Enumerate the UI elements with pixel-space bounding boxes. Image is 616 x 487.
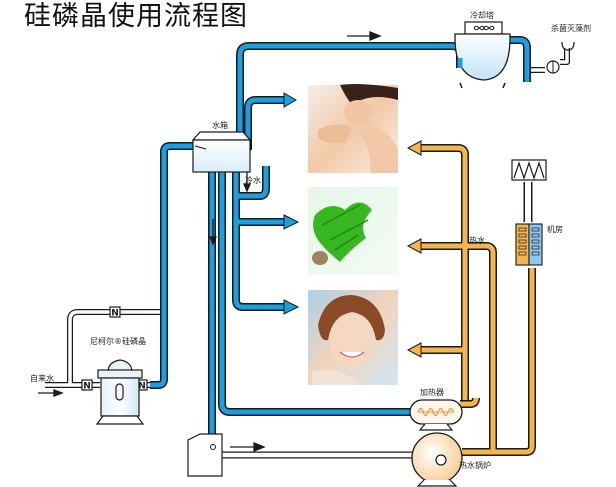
- svg-text:N: N: [138, 382, 146, 392]
- hot-water-label: 热水: [469, 235, 485, 245]
- cold-arrowheads: [283, 92, 300, 315]
- hot-water-boiler[interactable]: [411, 432, 463, 487]
- arrow-to-vegetable-photo: [283, 214, 300, 230]
- silicophosphate-filter[interactable]: [95, 359, 145, 425]
- arrow-hot-face: [406, 140, 422, 156]
- cooling-tower-label: 冷却塔: [470, 10, 494, 20]
- heater-label: 加热器: [420, 387, 444, 397]
- cold-water-pipes: [150, 36, 531, 440]
- drain-box[interactable]: [187, 433, 223, 477]
- diagram-title: 硅磷晶使用流程图: [24, 1, 248, 32]
- valve-inlet[interactable]: N: [81, 379, 93, 392]
- arrow-to-face-photo: [283, 92, 297, 108]
- tap-water-label: 自来水: [30, 373, 54, 383]
- machine-room-label: 机房: [547, 224, 563, 234]
- machine-room[interactable]: [511, 159, 547, 266]
- valve-top[interactable]: N: [109, 306, 121, 319]
- face-washing-photo: [308, 84, 398, 173]
- tap-water-pipes: [45, 48, 570, 459]
- smiling-woman-photo: [308, 290, 398, 385]
- water-tank-label: 水箱: [212, 120, 228, 130]
- silicophosphate-label: 尼柯尔®硅磷晶: [90, 336, 146, 346]
- heater[interactable]: [409, 399, 463, 431]
- hot-water-pipes: [418, 144, 536, 456]
- cooling-tower[interactable]: [454, 21, 511, 89]
- sterilizer-pump[interactable]: [546, 41, 575, 74]
- water-tank[interactable]: [191, 131, 252, 173]
- arrow-hot-vegetable: [406, 238, 422, 254]
- arrow-hot-woman: [406, 342, 422, 358]
- svg-text:N: N: [111, 309, 119, 319]
- arrow-to-woman-photo: [283, 299, 300, 315]
- svg-text:N: N: [83, 382, 91, 392]
- boiler-label: 热水锅炉: [459, 460, 491, 470]
- cold-water-label: 冷水: [245, 175, 261, 185]
- sterilizer-label: 杀菌灭藻剂: [551, 23, 591, 33]
- vegetable-washing-photo: [308, 187, 398, 275]
- flow-arrows: [38, 31, 382, 452]
- hot-arrowheads: [406, 140, 422, 358]
- fan-icon: [473, 25, 495, 31]
